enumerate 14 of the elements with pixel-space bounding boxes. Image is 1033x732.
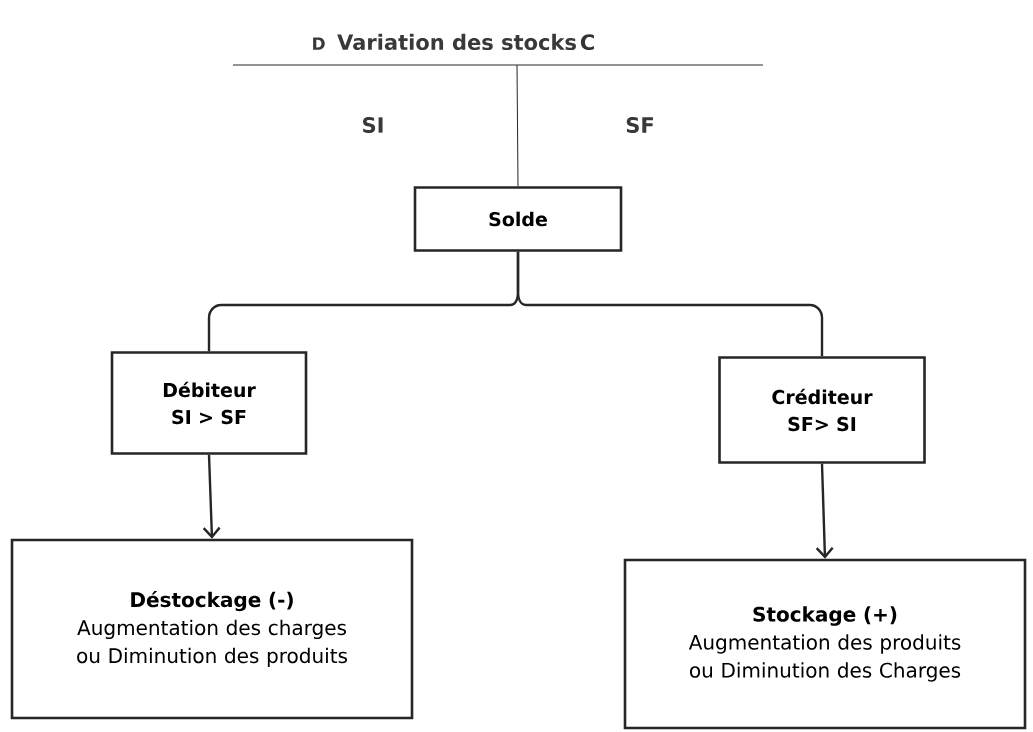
connector [815,463,834,559]
process-box: Créditeur SF> SI [718,356,926,464]
column-label: SI [363,117,383,133]
process-box: Solde [413,186,623,252]
connector [202,454,221,539]
debit-label: D [313,37,325,50]
process-box: Stockage (+) Augmentation des produits ou Diminution des Charges [623,558,1027,730]
connector [516,251,824,357]
connector [516,64,519,187]
process-box: Déstockage (-) Augmentation des charges ou Diminution des produits [10,538,414,720]
credit-label: C [580,34,594,51]
column-label: SF [626,117,653,133]
title: Variation des stocks [337,33,576,51]
process-box: Débiteur SI > SF [110,351,308,455]
